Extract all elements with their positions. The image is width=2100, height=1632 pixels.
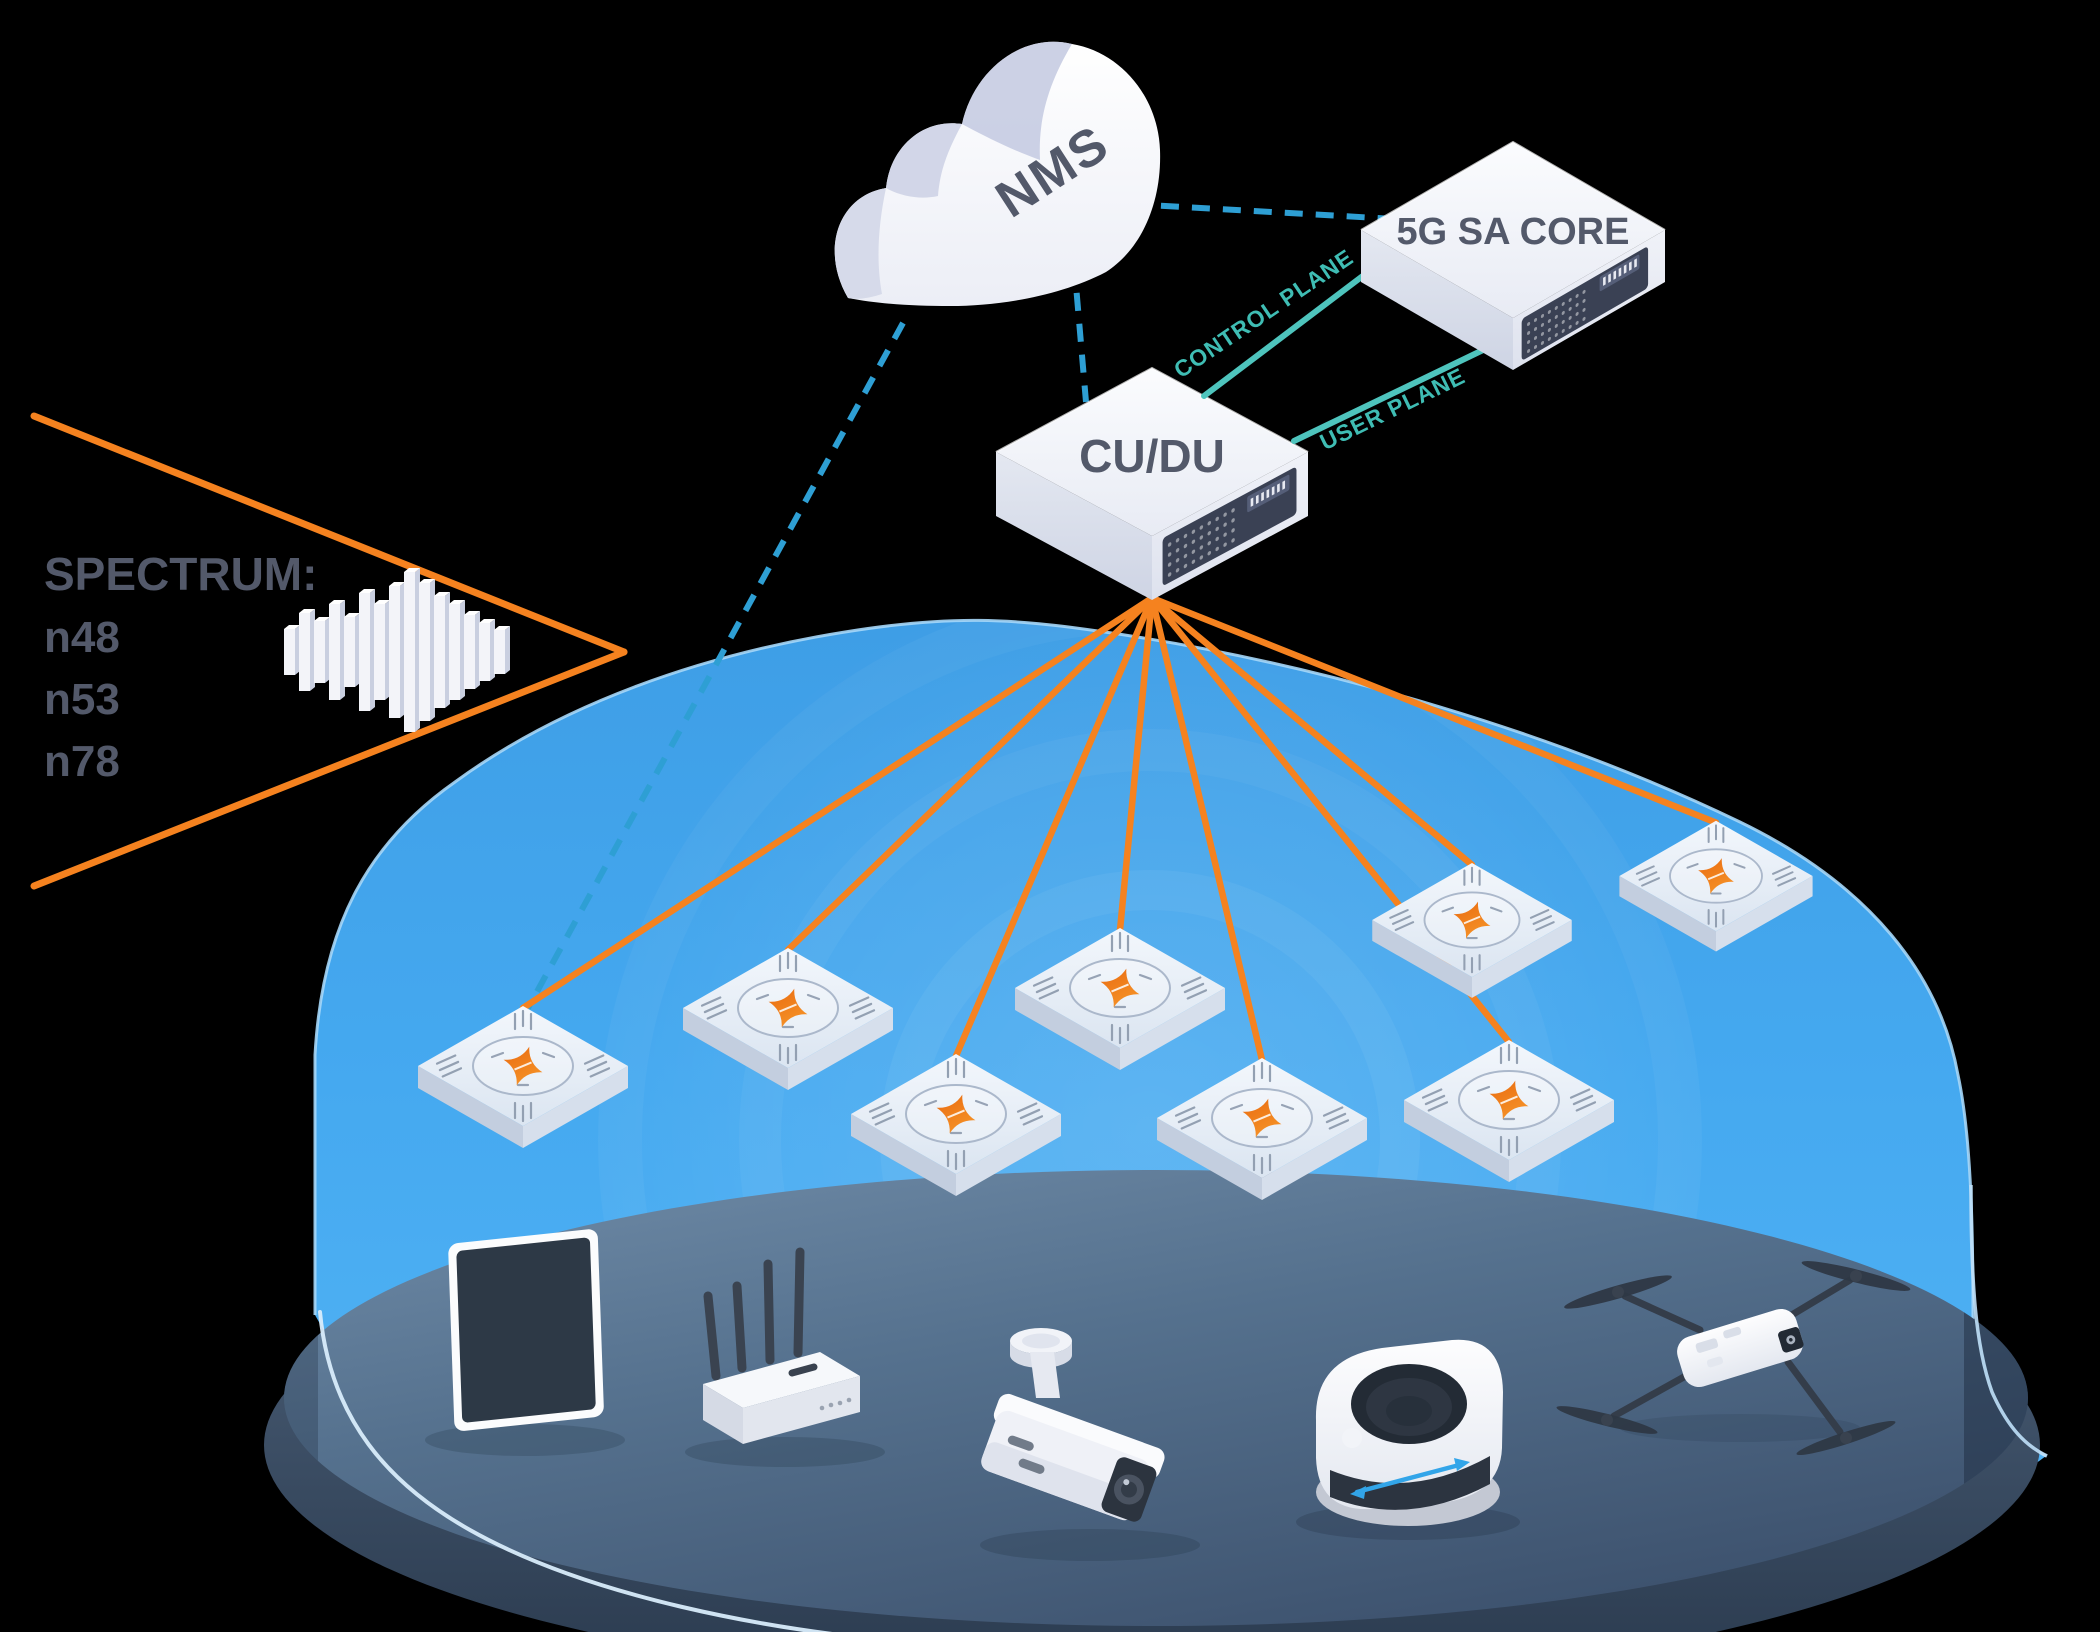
robot-icon [1296,1339,1520,1540]
drone-icon [1556,1261,1911,1456]
spectrum-bar [434,592,450,708]
control-plane-label: CONTROL PLANE [1169,244,1358,383]
spectrum-bar [464,611,480,689]
spectrum-band-n53: n53 [44,675,120,724]
devices [425,1229,1911,1561]
cctv-camera-icon [980,1328,1200,1561]
management-link [1071,261,1089,403]
cudu-server-icon: CU/DU [995,366,1309,600]
plane-links [1201,269,1511,444]
spectrum-block: SPECTRUM: n48 n53 n78 [44,548,510,786]
spectrum-bar [314,617,330,683]
spectrum-band-n78: n78 [44,737,120,786]
spectrum-beam [30,412,628,890]
fronthaul-link [1148,594,1266,1064]
spectrum-band-n48: n48 [44,613,120,662]
plane-link [1201,269,1371,399]
core-label: 5G SA CORE [1397,211,1630,253]
spectrum-bar [479,619,495,681]
spectrum-bar [344,613,360,687]
spectrum-bar [374,600,390,700]
spectrum-bar [419,579,435,721]
fronthaul-link [1116,594,1156,934]
spectrum-title: SPECTRUM: [44,548,317,600]
spectrum-bar [329,600,345,700]
user-plane-label: USER PLANE [1316,362,1470,455]
fronthaul-link [952,594,1156,1060]
spectrum-bar [359,589,375,711]
plane-link [1291,335,1511,444]
nms-cloud: NMS [834,41,1161,306]
spectrum-bar [299,609,315,691]
management-links [525,201,1413,1010]
fronthaul-link [1148,594,1476,869]
cudu-label: CU/DU [1079,430,1225,482]
fronthaul-link [519,594,1156,1012]
management-link [525,321,906,1010]
spectrum-bar [389,582,405,718]
dome-right-edge [1969,1184,2048,1458]
fronthaul-link [784,594,1156,954]
waveform-icon [284,568,510,732]
spectrum-bar [494,626,510,674]
spectrum-bar [404,568,420,732]
dome-base-rim [318,1310,833,1632]
management-link [1129,201,1413,223]
spectrum-bar [284,625,300,675]
core-server-icon: 5G SA CORE [1360,140,1666,370]
display-icon [425,1229,625,1456]
spectrum-bar [449,600,465,700]
router-icon [685,1247,885,1467]
fronthaul-link [1148,594,1720,826]
